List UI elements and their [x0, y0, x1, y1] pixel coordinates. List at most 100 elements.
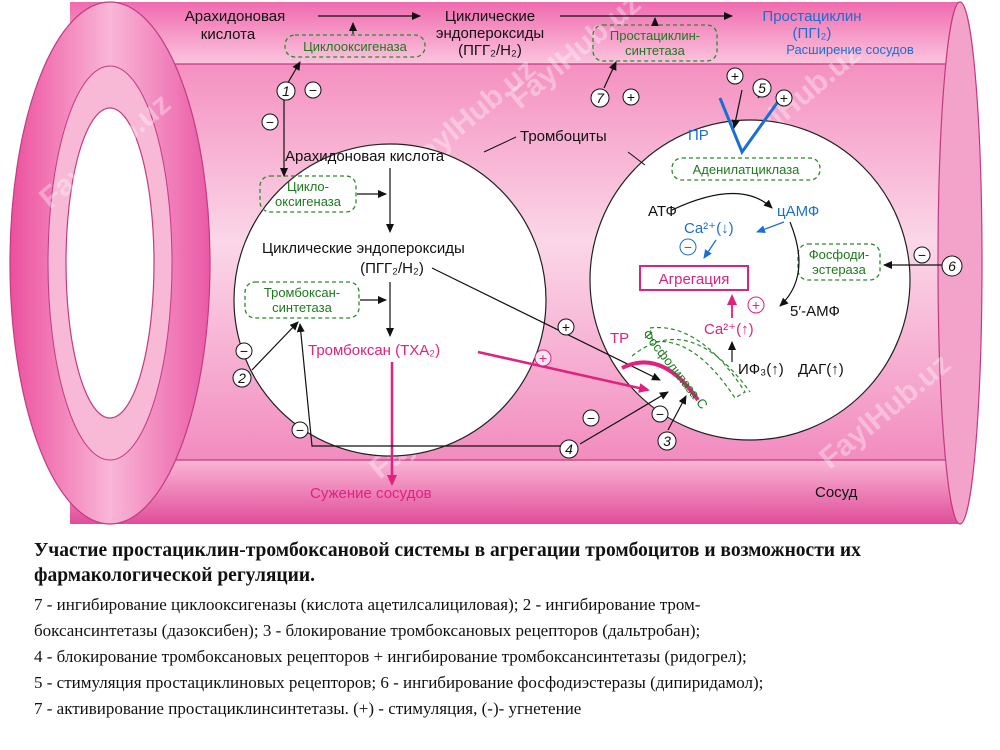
right-cell-blue-arrows: [703, 221, 785, 259]
marker-4: 4: [559, 439, 579, 459]
prostacyclin-synthase-line1: Простациклин-: [610, 28, 700, 43]
plus-signs: + + + +: [557, 67, 793, 336]
pr-receptor-shape: [718, 95, 784, 156]
minus-sign: −: [291, 421, 309, 439]
caption-line: 4 - блокирование тромбоксановых рецептор…: [34, 647, 747, 666]
caption-line: боксансинтетазы (дазоксибен); 3 - блокир…: [34, 621, 701, 640]
marker-5: 5: [752, 78, 772, 98]
plus-sign: +: [534, 349, 552, 367]
svg-text:−: −: [296, 422, 304, 438]
cox-left-box: [259, 175, 357, 213]
caption-line: 5 - стимуляция простациклиновых рецептор…: [34, 673, 764, 692]
prostacyclin-synthase-line2: синтетаза: [625, 43, 685, 58]
arachidonic-acid-label: Арахидоновая кислота: [285, 148, 445, 165]
thromboxane-arrows: [387, 350, 650, 486]
svg-text:+: +: [780, 90, 788, 106]
endoperoxides-formula: (ПГГ₂/Н₂): [458, 42, 522, 59]
thromboxane-label: Тромбоксан (ТХА₂): [308, 342, 440, 359]
phospholipase-outline: [631, 338, 751, 393]
top-pathway: Арахидоновая кислота Циклические эндопер…: [185, 8, 914, 59]
caption-line: 7 - активирование простациклинсинтетазы.…: [34, 699, 582, 718]
cox-top-box: [284, 34, 426, 58]
phosphodiesterase-line1: Фосфоди-: [809, 247, 869, 262]
phosphodiesterase-line2: эстераза: [812, 262, 866, 277]
svg-text:−: −: [266, 114, 274, 130]
caption-title: Участие простациклин-тромбоксановой сист…: [34, 540, 861, 586]
plus-sign: +: [726, 67, 744, 85]
adenylate-cyclase-label: Аденилатциклаза: [693, 162, 801, 177]
marker-3: 3: [657, 431, 677, 451]
svg-text:−: −: [684, 239, 692, 255]
prostacyclin-label: Простациклин: [762, 8, 861, 25]
svg-text:−: −: [587, 410, 595, 426]
endoperoxides-label-line2: эндопероксиды: [436, 25, 544, 42]
svg-text:−: −: [309, 82, 317, 98]
tp-receptor-membrane: [621, 360, 700, 402]
left-endoperoxides-label: Циклические эндопероксиды: [262, 240, 465, 257]
caption-line: 7 - ингибирование циклооксигеназы (кисло…: [34, 595, 701, 614]
left-cell-content: Арахидоновая кислота Цикло- оксигеназа Ц…: [244, 148, 465, 502]
ip3-label: ИФ₃(↑): [738, 361, 784, 378]
plus-sign: +: [747, 296, 765, 314]
platelets-label: Тромбоциты: [520, 128, 607, 145]
svg-text:2: 2: [237, 370, 246, 386]
svg-text:+: +: [752, 297, 760, 313]
svg-text:7: 7: [596, 90, 605, 106]
vessel-label: Сосуд: [815, 484, 858, 501]
svg-text:3: 3: [663, 433, 671, 449]
amp-label: 5′-АМФ: [790, 303, 840, 320]
plus-sign: +: [557, 318, 575, 336]
aggregation-label: Агрегация: [659, 271, 730, 288]
cox-top-label: Циклооксигеназа: [303, 39, 407, 54]
ca-down-label: Ca²⁺(↓): [684, 220, 734, 237]
svg-text:4: 4: [565, 441, 573, 457]
marker-1: 1: [276, 81, 296, 101]
markers: 1 2 3 4 5 6 7: [232, 78, 963, 459]
svg-text:+: +: [731, 68, 739, 84]
prostacyclin-formula: (ПГI₂): [793, 25, 832, 42]
marker-2: 2: [232, 368, 252, 388]
minus-sign: −: [235, 342, 253, 360]
minus-sign: −: [304, 81, 322, 99]
minus-sign: −: [913, 246, 931, 264]
svg-text:1: 1: [282, 83, 290, 99]
pr-receptor-label: ПР: [688, 127, 709, 144]
vasoconstriction-label: Сужение сосудов: [310, 485, 432, 502]
tx-synthase-line2: синтетаза: [272, 300, 332, 315]
svg-text:6: 6: [948, 258, 956, 274]
svg-text:−: −: [240, 343, 248, 359]
arachidonic-label-line2: кислота: [201, 26, 256, 43]
phosphodiesterase-box: [797, 243, 881, 281]
svg-text:−: −: [918, 247, 926, 263]
plus-sign: +: [775, 89, 793, 107]
endoperoxides-label-line1: Циклические: [445, 8, 535, 25]
marker-6: 6: [941, 255, 963, 277]
tp-receptor-label: ТР: [610, 330, 629, 347]
platelets-label-group: Тромбоциты: [483, 128, 646, 166]
left-cell-arrows: [357, 168, 661, 381]
minus-sign: −: [582, 409, 600, 427]
vasodilation-label: Расширение сосудов: [786, 42, 914, 57]
left-endoperoxides-formula: (ПГГ₂/Н₂): [360, 260, 424, 277]
minus-sign: −: [651, 405, 669, 423]
minus-sign-blue: −: [679, 238, 697, 256]
svg-text:+: +: [562, 319, 570, 335]
ca-up-label: Ca²⁺(↑): [704, 321, 754, 338]
svg-text:+: +: [627, 89, 635, 105]
arachidonic-label-line1: Арахидоновая: [185, 8, 286, 25]
svg-text:+: +: [539, 350, 547, 366]
minus-signs: − − − − − − −: [235, 81, 931, 439]
plus-sign: +: [622, 88, 640, 106]
vessel-opening: [65, 107, 155, 419]
cox-left-line1: Цикло-: [287, 179, 329, 194]
svg-text:−: −: [656, 406, 664, 422]
camp-label: цАМФ: [777, 203, 819, 220]
drug-action-lines: [251, 61, 767, 447]
adenylate-cyclase-box: [671, 157, 821, 181]
figure-caption: Участие простациклин-тромбоксановой сист…: [34, 538, 984, 722]
minus-sign: −: [261, 113, 279, 131]
right-cell-arrows: [671, 89, 942, 362]
top-enzymes: Циклооксигеназа Простациклин- синтетаза: [284, 24, 718, 62]
tx-synthase-line1: Тромбоксан-: [264, 285, 340, 300]
svg-text:5: 5: [758, 80, 766, 96]
